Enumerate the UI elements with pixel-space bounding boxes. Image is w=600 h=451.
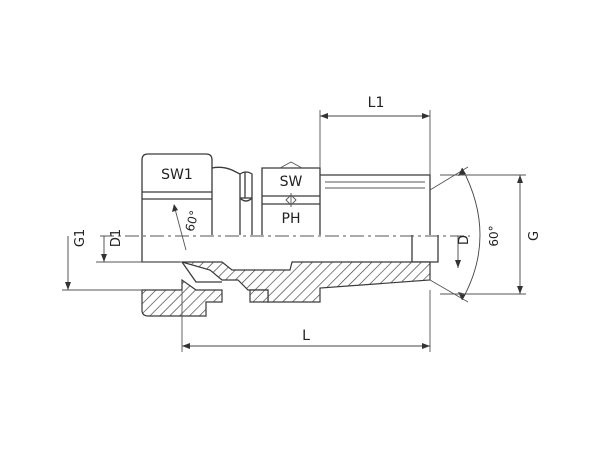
- dimension-l: [181, 290, 431, 352]
- body-section-hatch: [181, 261, 431, 303]
- threaded-end: [320, 174, 439, 263]
- body-shoulder: [211, 166, 253, 235]
- label-g: G: [527, 231, 542, 241]
- label-d1: D1: [109, 229, 124, 247]
- label-ph: PH: [282, 211, 301, 227]
- label-l: L: [302, 328, 310, 344]
- label-l1: L1: [368, 95, 385, 111]
- label-angle-right: 60°: [487, 225, 501, 246]
- angle-60-right: [429, 166, 481, 303]
- dimension-d: [455, 236, 461, 268]
- label-g1: G1: [73, 229, 88, 247]
- label-sw: SW: [280, 174, 303, 190]
- dimension-g: [440, 174, 526, 295]
- angle-60-left: [172, 204, 187, 251]
- dimension-d1: [96, 236, 182, 263]
- label-sw1: SW1: [161, 167, 193, 183]
- dimension-l1: [319, 110, 431, 175]
- label-d: D: [457, 235, 472, 245]
- hex-wrench-flat: [261, 161, 321, 235]
- dimension-g1: [62, 236, 142, 291]
- label-angle-left: 60°: [183, 209, 202, 233]
